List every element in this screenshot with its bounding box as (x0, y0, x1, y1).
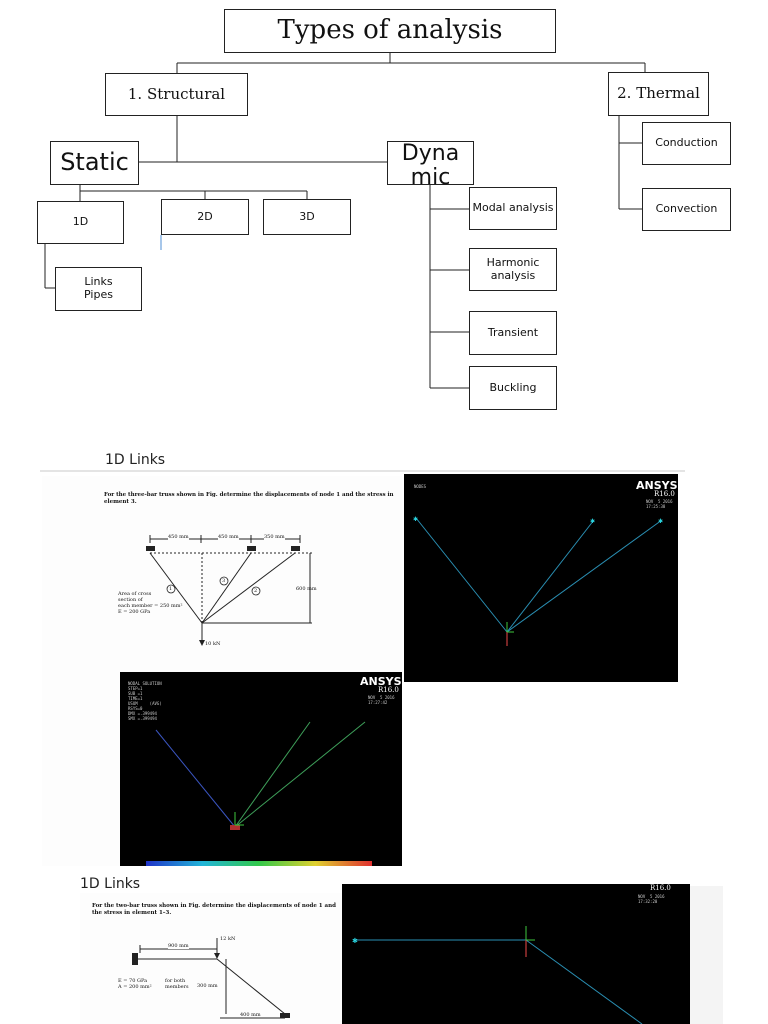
load-label-1: 10 kN (205, 641, 221, 647)
truss-plot-1: ✱ ✱ ✱ (413, 516, 663, 646)
buckling-node: Buckling (469, 366, 557, 410)
node-1d: 1D (37, 201, 124, 244)
ansys-date-1: NOV 5 2016 17:25:38 (646, 499, 673, 509)
plot-header-1: NODES (414, 484, 427, 489)
member-label-1: 1 (169, 586, 173, 592)
dim-label-3: 350 mm (264, 534, 285, 540)
svg-text:✱: ✱ (590, 518, 595, 525)
ansys-brand-2: ANSYS (360, 675, 402, 688)
ansys-date-2: NOV 5 2016 17:27:42 (368, 695, 395, 705)
structural-node: 1. Structural (105, 73, 248, 116)
modal-analysis-node: Modal analysis (469, 187, 557, 230)
pipes-label: Pipes (84, 288, 113, 301)
harmonic-analysis-node: Harmonic analysis (469, 248, 557, 291)
truss-plot-2 (146, 721, 372, 866)
area-note: Area of cross section of each member = 2… (118, 591, 183, 615)
dim-label-1: 450 mm (168, 534, 189, 540)
height-label-2: 300 mm (197, 983, 218, 989)
two-bar-figure (132, 938, 290, 1019)
node-3d: 3D (263, 199, 351, 235)
dim-label-2: 450 mm (218, 534, 239, 540)
links-pipes-node: Links Pipes (55, 267, 142, 311)
transient-node: Transient (469, 311, 557, 355)
section2-caption: 1D Links (80, 876, 141, 892)
section1-caption: 1D Links (105, 452, 166, 468)
bottom-dim-label: 400 mm (240, 1012, 261, 1018)
ansys-plot-nodal-solution: NODAL SOLUTION STEP=1 SUB =1 TIME=1 USUM… (120, 672, 402, 866)
props-note: for both members (165, 978, 189, 990)
member-label-2: 2 (254, 588, 258, 594)
ansys-version-3: R16.0 (650, 884, 671, 892)
convection-node: Convection (642, 188, 731, 231)
truss-plot-3: ✱ (352, 926, 643, 1024)
node-2d: 2D (161, 199, 249, 235)
svg-text:✱: ✱ (413, 516, 418, 523)
thermal-node: 2. Thermal (608, 72, 709, 116)
static-node: Static (50, 141, 139, 185)
dynamic-node: Dyna mic (387, 141, 474, 190)
ansys-plot-nodes: NODES ANSYS R16.0 NOV 5 2016 17:25:38 ✱ … (404, 474, 678, 682)
two-bar-truss-problem: For the two-bar truss shown in Fig. dete… (80, 893, 342, 1024)
load-label-2: 12 kN (220, 936, 236, 942)
connector-lines (44, 53, 646, 389)
plot-header-2: NODAL SOLUTION STEP=1 SUB =1 TIME=1 USUM… (128, 681, 162, 721)
ansys-version-2: R16.0 (378, 686, 399, 694)
svg-text:✱: ✱ (658, 518, 663, 525)
problem-text-1: For the three-bar truss shown in Fig. de… (104, 492, 394, 505)
props-label: E = 70 GPa A = 200 mm² (118, 978, 152, 990)
problem-text-2: For the two-bar truss shown in Fig. dete… (92, 903, 336, 916)
height-label-1: 600 mm (296, 586, 317, 592)
ansys-plot-two-bar: R16.0 NOV 5 2016 17:32:20 ✱ (342, 884, 690, 1024)
right-gutter (690, 886, 723, 1024)
title-box: Types of analysis (224, 9, 556, 53)
dim-label-900: 900 mm (168, 943, 189, 949)
ansys-version-1: R16.0 (654, 490, 675, 498)
ansys-date-3: NOV 5 2016 17:32:20 (638, 894, 665, 904)
conduction-node: Conduction (642, 122, 731, 165)
member-label-3: 3 (222, 578, 226, 584)
links-label: Links (84, 275, 113, 289)
ansys-brand-1: ANSYS (636, 479, 678, 492)
section-divider (40, 470, 685, 472)
svg-text:✱: ✱ (352, 937, 358, 945)
